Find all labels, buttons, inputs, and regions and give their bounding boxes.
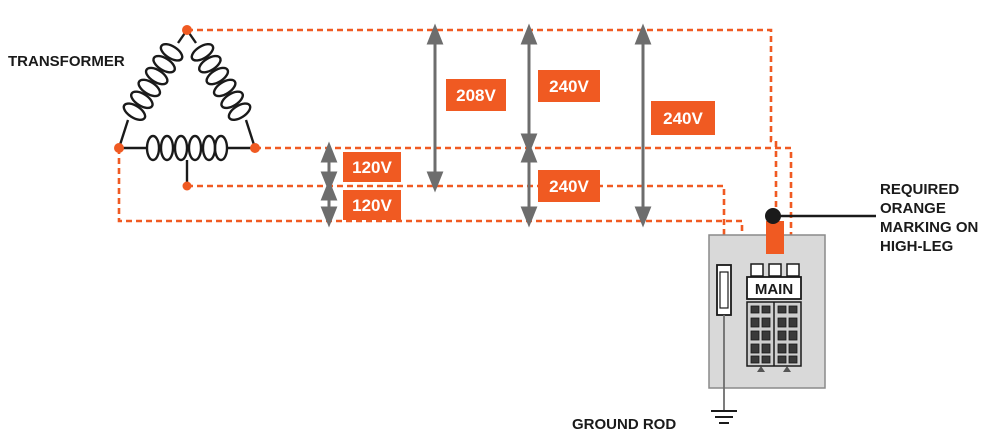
transformer-symbol bbox=[117, 29, 257, 186]
marking-note-line2: ORANGE bbox=[880, 200, 946, 217]
ground-symbol bbox=[711, 410, 737, 424]
neutral-bar bbox=[716, 264, 732, 411]
main-breaker-label: MAIN bbox=[755, 281, 793, 298]
transformer-label: TRANSFORMER bbox=[8, 53, 125, 70]
neutral-tap-dot bbox=[182, 181, 192, 191]
terminal-dots bbox=[114, 25, 260, 153]
badge-120v-bottom: 120V bbox=[343, 190, 401, 220]
ground-rod-label: GROUND ROD bbox=[572, 416, 676, 433]
badge-240v-right-text: 240V bbox=[663, 109, 703, 128]
main-lugs bbox=[750, 263, 800, 277]
badge-240v-upper: 240V bbox=[538, 70, 600, 102]
marking-note: REQUIRED ORANGE MARKING ON HIGH-LEG bbox=[880, 181, 978, 255]
phase-a-wire bbox=[117, 148, 757, 267]
branch-breakers bbox=[746, 301, 802, 372]
badge-120v-bottom-text: 120V bbox=[352, 196, 392, 215]
high-leg-wire bbox=[187, 28, 778, 265]
marking-note-line1: REQUIRED bbox=[880, 181, 959, 198]
marking-note-line4: HIGH-LEG bbox=[880, 238, 953, 255]
badge-240v-lower: 240V bbox=[538, 170, 600, 202]
badge-208v: 208V bbox=[446, 79, 506, 111]
badge-120v-top-text: 120V bbox=[352, 158, 392, 177]
conductor-wires bbox=[117, 28, 793, 267]
badge-240v-lower-text: 240V bbox=[549, 177, 589, 196]
delta-coil-left bbox=[117, 29, 188, 149]
badge-240v-upper-text: 240V bbox=[549, 77, 589, 96]
marking-note-line3: MARKING ON bbox=[880, 219, 978, 236]
badge-240v-right: 240V bbox=[651, 101, 715, 135]
delta-coil-right bbox=[186, 29, 257, 149]
electrical-panel: MAIN bbox=[708, 208, 876, 424]
badge-120v-top: 120V bbox=[343, 152, 401, 182]
main-breaker-label-box bbox=[746, 276, 802, 300]
phase-c-wire bbox=[255, 146, 793, 265]
voltage-arrows bbox=[320, 23, 652, 228]
badge-208v-text: 208V bbox=[456, 86, 496, 105]
delta-coil-bottom bbox=[119, 134, 255, 186]
high-leg-orange-marking bbox=[766, 221, 784, 254]
